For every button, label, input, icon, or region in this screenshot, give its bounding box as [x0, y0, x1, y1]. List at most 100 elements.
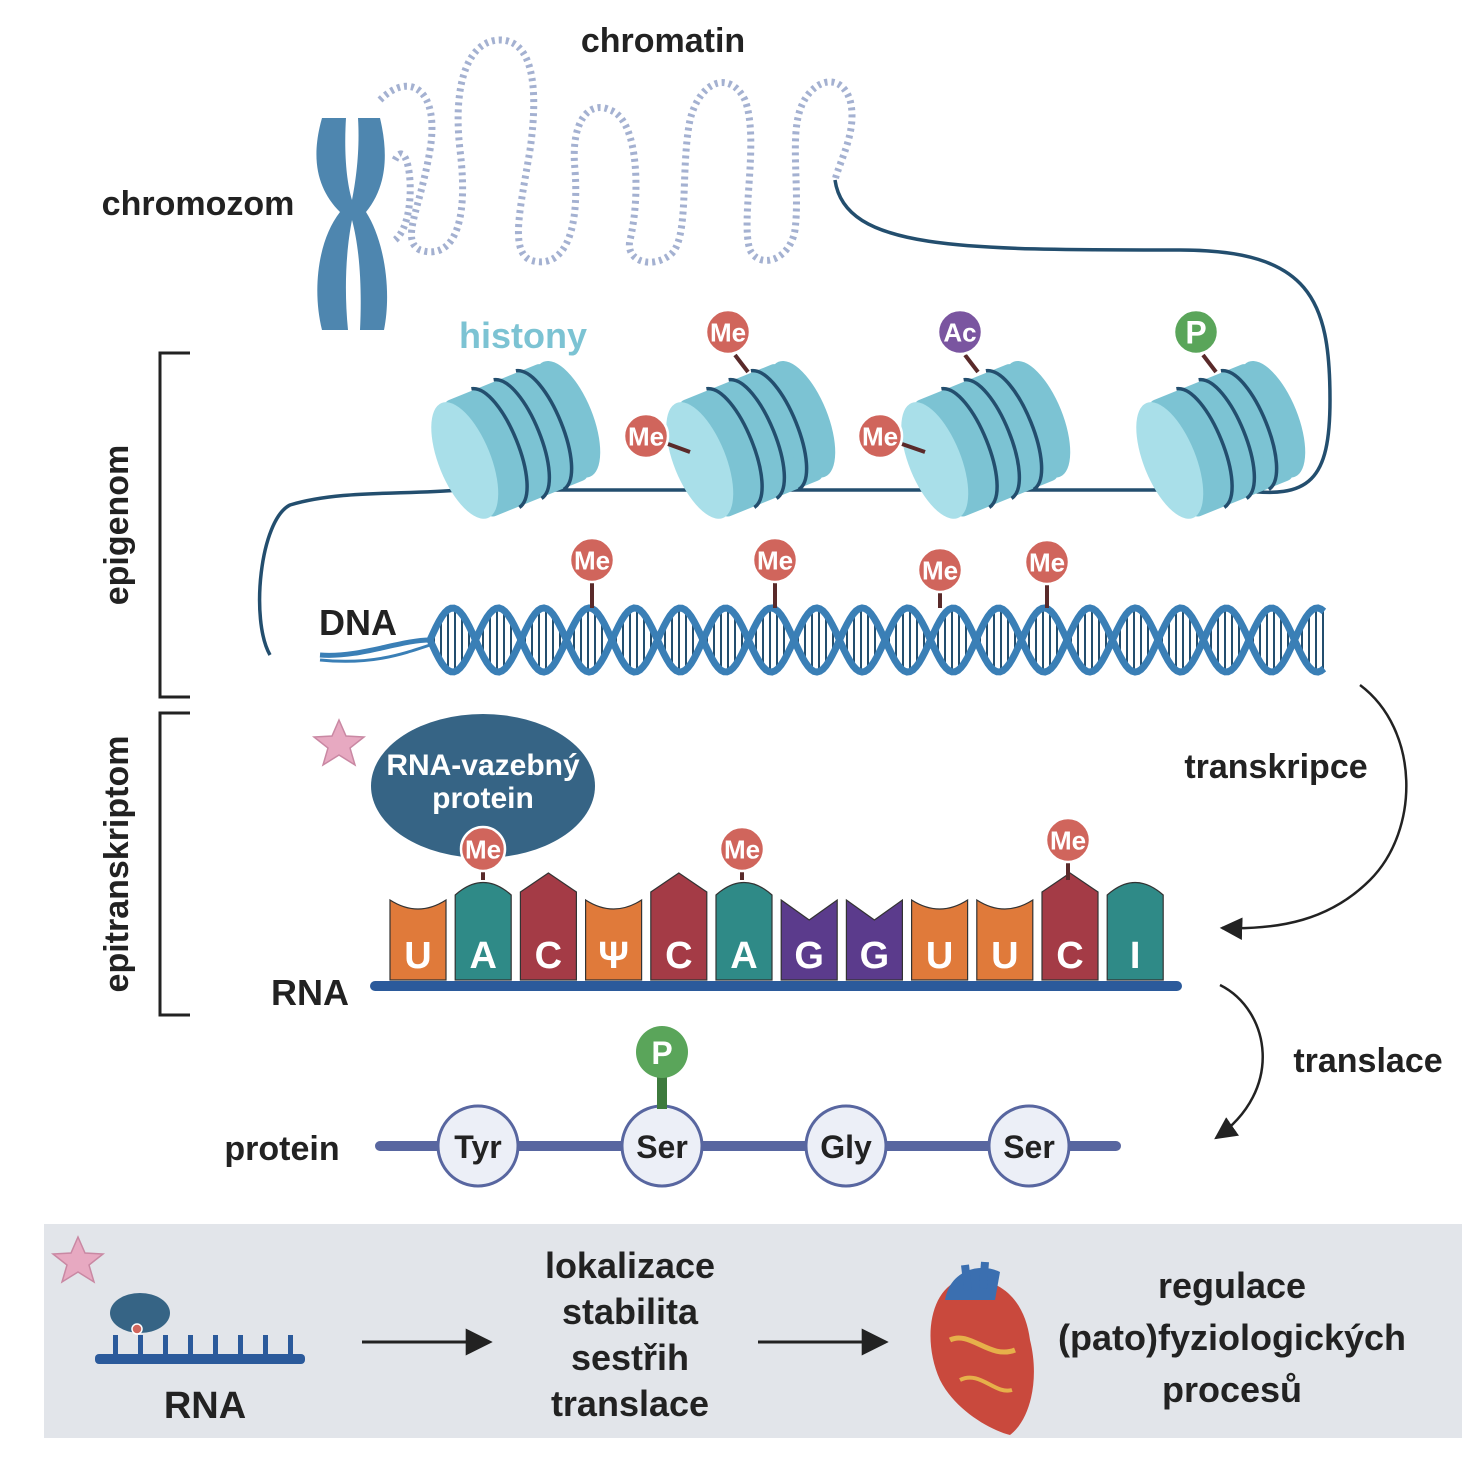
function-item: lokalizace [545, 1245, 715, 1286]
linker-dna [257, 488, 1240, 656]
amino-acid: Gly [804, 1104, 888, 1188]
mini-rna-icon [95, 1293, 305, 1364]
rna-label: RNA [271, 972, 349, 1013]
function-item: sestřih [571, 1337, 689, 1378]
epitranscriptome-label: epitranskriptom [98, 736, 136, 993]
histone-mark-me [856, 412, 904, 460]
nucleosome [1136, 360, 1306, 519]
rna-nucleotide-base: A [469, 935, 496, 977]
protein-label: protein [224, 1130, 339, 1168]
amino-acid-label: Gly [820, 1129, 872, 1165]
histone-mark-me-stalk [667, 442, 691, 454]
rna-methyl-mark [1044, 816, 1092, 864]
outcome-line: procesů [1162, 1369, 1302, 1410]
rna-nucleotide: U [389, 898, 447, 981]
panel-star-icon [50, 1235, 106, 1284]
amino-acid-label: Ser [1003, 1129, 1055, 1165]
rna-nucleotide-base: C [1056, 935, 1083, 977]
rna-nucleotide: U [976, 898, 1034, 981]
heart-icon [930, 1261, 1034, 1435]
histone-mark-ac-stalk [963, 353, 980, 374]
histone-mark-p-stalk [1201, 353, 1218, 374]
rna-nucleotide: U [911, 898, 969, 981]
epitranscriptome-bracket [158, 711, 190, 1017]
rna-nucleotide: C [650, 872, 708, 981]
protein-chain [375, 1141, 1121, 1151]
dna-double-helix [319, 604, 1327, 676]
amino-acid: Ser [987, 1104, 1071, 1188]
function-item: translace [551, 1383, 709, 1424]
epigenome-label: epigenom [98, 445, 136, 606]
chromatin-label: chromatin [581, 22, 745, 60]
rna-nucleotide-base: G [794, 935, 824, 977]
rna-nucleotide: A [454, 882, 512, 981]
rna-nucleotide-base: U [926, 935, 953, 977]
histone-mark-me-stalk [733, 353, 750, 374]
amino-acid: Ser [620, 1104, 704, 1188]
chromosome-icon [316, 118, 388, 330]
dna-label: DNA [319, 602, 397, 643]
rna-nucleotide: G [780, 898, 838, 981]
histone-mark-me [704, 308, 752, 356]
outcome-line: regulace [1158, 1265, 1306, 1306]
chromatin-fiber [377, 36, 856, 266]
dna-methyl-mark [568, 536, 616, 584]
rna-nucleotide: C [519, 872, 577, 981]
histone-mark-p [1172, 308, 1220, 356]
rna-binding-protein-label-line1: RNA-vazebný [386, 749, 580, 782]
rna-nucleotide: G [845, 898, 903, 981]
histone-mark-ac-label: Ac [943, 317, 976, 347]
phospho-mark-label: P [651, 1035, 672, 1071]
dna-methyl-mark-label: Me [757, 545, 793, 575]
rna-nucleotide-base: Ψ [598, 935, 629, 977]
rna-nucleotide-base: U [404, 935, 431, 977]
dna-methyl-mark [1023, 538, 1071, 586]
panel-rna-label: RNA [164, 1385, 246, 1427]
rna-binding-protein [371, 714, 595, 858]
chromatin-link-strand [833, 179, 1332, 495]
rna-nucleotide-base: C [665, 935, 692, 977]
translation-arrow [1214, 983, 1264, 1140]
rna-nucleotide-base: A [730, 935, 757, 977]
rna-methyl-mark-label: Me [1050, 825, 1086, 855]
rna-methyl-mark [459, 825, 507, 873]
function-item: stabilita [562, 1291, 699, 1332]
histone-mark-me-label: Me [628, 421, 664, 451]
histone-mark-ac [936, 308, 984, 356]
outcome-line: (pato)fyziologických [1058, 1317, 1406, 1358]
nucleosome [431, 360, 601, 519]
dna-methyl-mark [751, 536, 799, 584]
dna-methyl-mark-label: Me [1029, 547, 1065, 577]
rna-nucleotide: Ψ [585, 898, 643, 981]
amino-acid-label: Ser [636, 1129, 688, 1165]
histone-mark-me-label: Me [710, 317, 746, 347]
rna-nucleotide-base: U [991, 935, 1018, 977]
rna-methyl-mark-label: Me [724, 834, 760, 864]
rna-nucleotide: A [715, 882, 773, 981]
summary-panel [44, 1224, 1462, 1438]
transcription-label: transkripce [1184, 748, 1367, 786]
rna-methyl-mark [718, 825, 766, 873]
rna-nucleotide: C [1041, 872, 1099, 981]
nucleosome [666, 360, 836, 519]
histone-mark-me [622, 412, 670, 460]
amino-acid-label: Tyr [454, 1129, 501, 1165]
dna-methyl-mark [916, 546, 964, 594]
rna-nucleotide: I [1106, 882, 1164, 981]
histones-label: histony [459, 315, 587, 356]
chromosome-label: chromozom [102, 185, 295, 223]
phospho-mark [636, 1026, 688, 1078]
star-icon [311, 718, 367, 767]
histone-mark-p-label: P [1185, 315, 1206, 351]
transcription-arrow [1219, 684, 1408, 940]
phospho-stalk [657, 1073, 667, 1109]
dna-methyl-mark-label: Me [922, 555, 958, 585]
nucleosome [901, 360, 1071, 519]
rna-backbone [370, 981, 1182, 991]
rna-methyl-mark-label: Me [465, 834, 501, 864]
translation-label: translace [1293, 1042, 1442, 1080]
rna-nucleotide-base: G [860, 935, 890, 977]
dna-methyl-mark-label: Me [574, 545, 610, 575]
rna-nucleotide-base: I [1130, 935, 1141, 977]
